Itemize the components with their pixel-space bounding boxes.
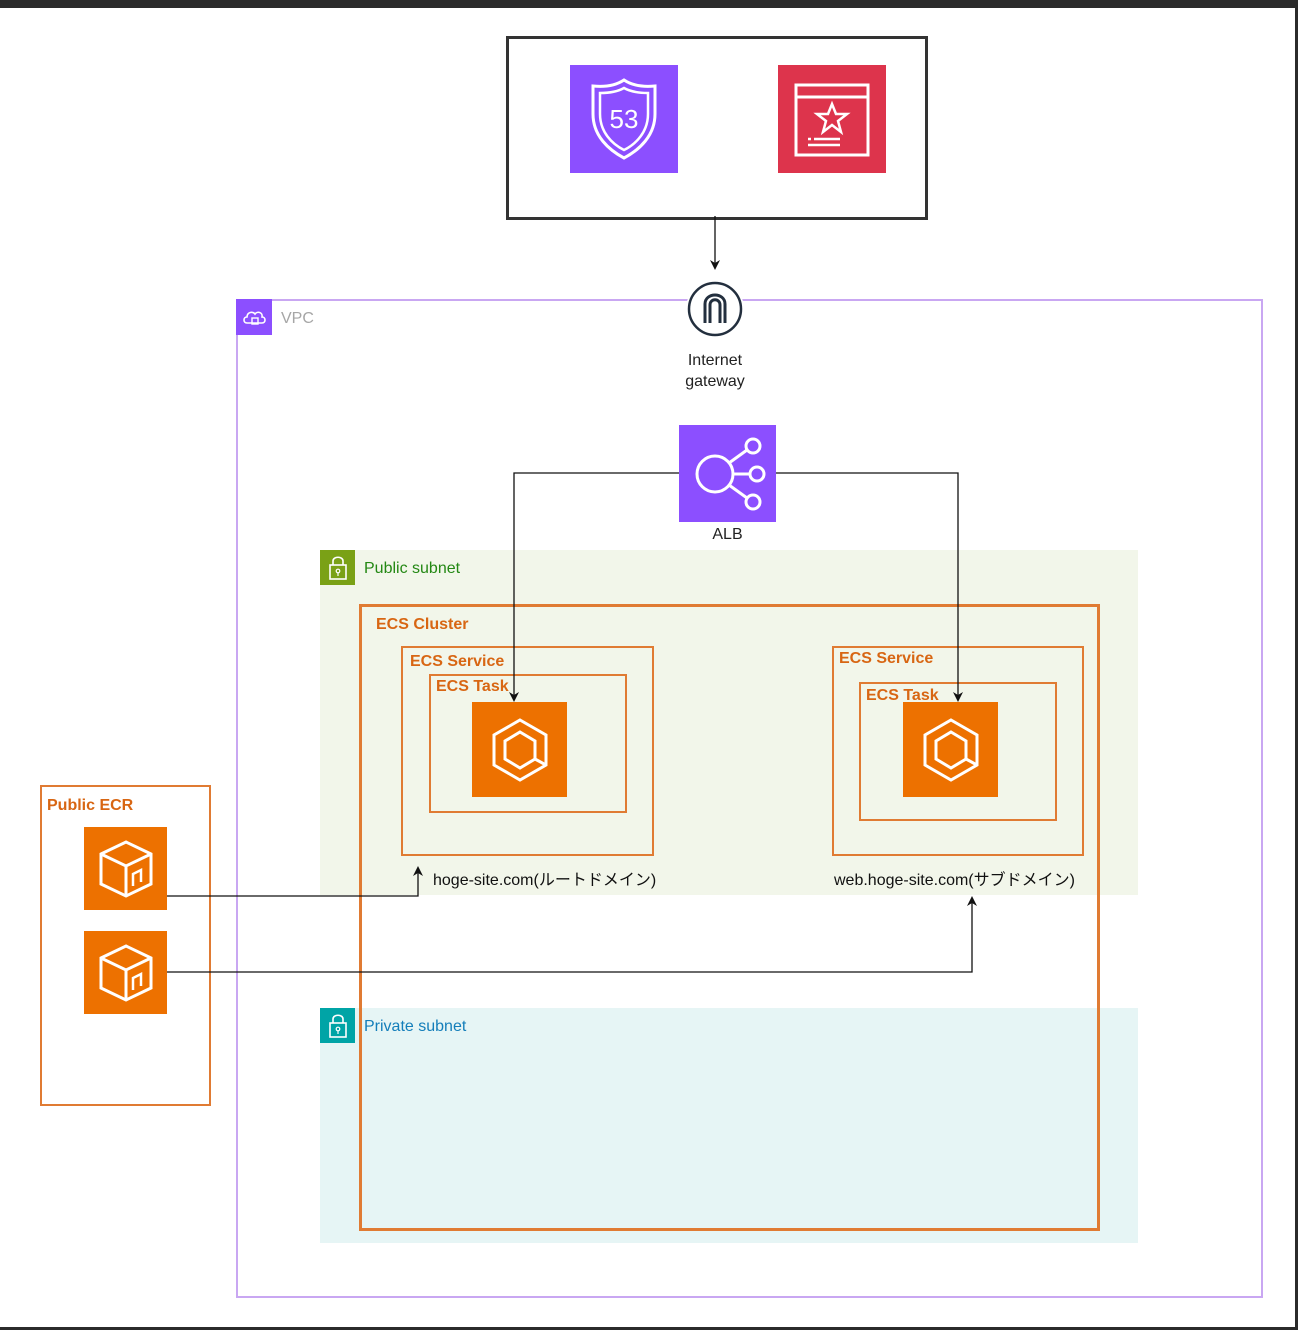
internet-gateway-label-line2: gateway <box>685 373 745 390</box>
ecs-cluster-label: ECS Cluster <box>376 616 469 633</box>
ecr-cube-icon <box>99 839 152 898</box>
vpc-boundary[interactable] <box>236 299 1263 1298</box>
internet-gateway-label-line1: Internet <box>687 352 743 369</box>
private-subnet-label: Private subnet <box>364 1018 467 1035</box>
ecs-container-icon <box>492 717 547 782</box>
window-top-border <box>0 0 1298 8</box>
window-bottom-border <box>0 1327 1298 1330</box>
ecs-service-sub-domain: web.hoge-site.com(サブドメイン) <box>834 872 1075 889</box>
lock-icon <box>320 550 355 585</box>
public-ecr-label: Public ECR <box>47 797 134 814</box>
vpc-label: VPC <box>281 310 314 327</box>
ecs-service-root-domain: hoge-site.com(ルートドメイン) <box>433 872 657 889</box>
ecs-task-root-label: ECS Task <box>436 678 509 695</box>
ecs-container-icon <box>923 717 978 782</box>
route53-icon[interactable]: 53 <box>570 65 678 173</box>
route53-badge-text: 53 <box>610 104 639 134</box>
window-right-border <box>1295 0 1298 1330</box>
ecs-icon[interactable] <box>903 702 998 797</box>
private-subnet[interactable] <box>320 1008 1138 1243</box>
alb-label: ALB <box>712 526 743 543</box>
lock-icon <box>320 1008 355 1043</box>
internet-gateway-icon <box>687 281 743 337</box>
alb-icon[interactable] <box>679 425 776 522</box>
vpc-cloud-icon <box>236 299 272 335</box>
load-balancer-icon <box>695 437 765 510</box>
ecs-service-sub-label: ECS Service <box>839 650 934 667</box>
ecr-cube-icon <box>99 943 152 1002</box>
ecr-repository-icon[interactable] <box>84 931 167 1014</box>
certificate-icon <box>794 83 870 157</box>
certificate-manager-icon[interactable] <box>778 65 886 173</box>
public-subnet-label: Public subnet <box>364 560 461 577</box>
ecs-service-root-label: ECS Service <box>410 653 505 670</box>
internet-gateway-label: Internet gateway <box>665 350 765 392</box>
ecr-repository-icon[interactable] <box>84 827 167 910</box>
ecs-icon[interactable] <box>472 702 567 797</box>
internet-gateway[interactable] <box>686 280 744 338</box>
route53-shield-icon: 53 <box>591 78 657 160</box>
public-subnet[interactable] <box>320 550 1138 895</box>
